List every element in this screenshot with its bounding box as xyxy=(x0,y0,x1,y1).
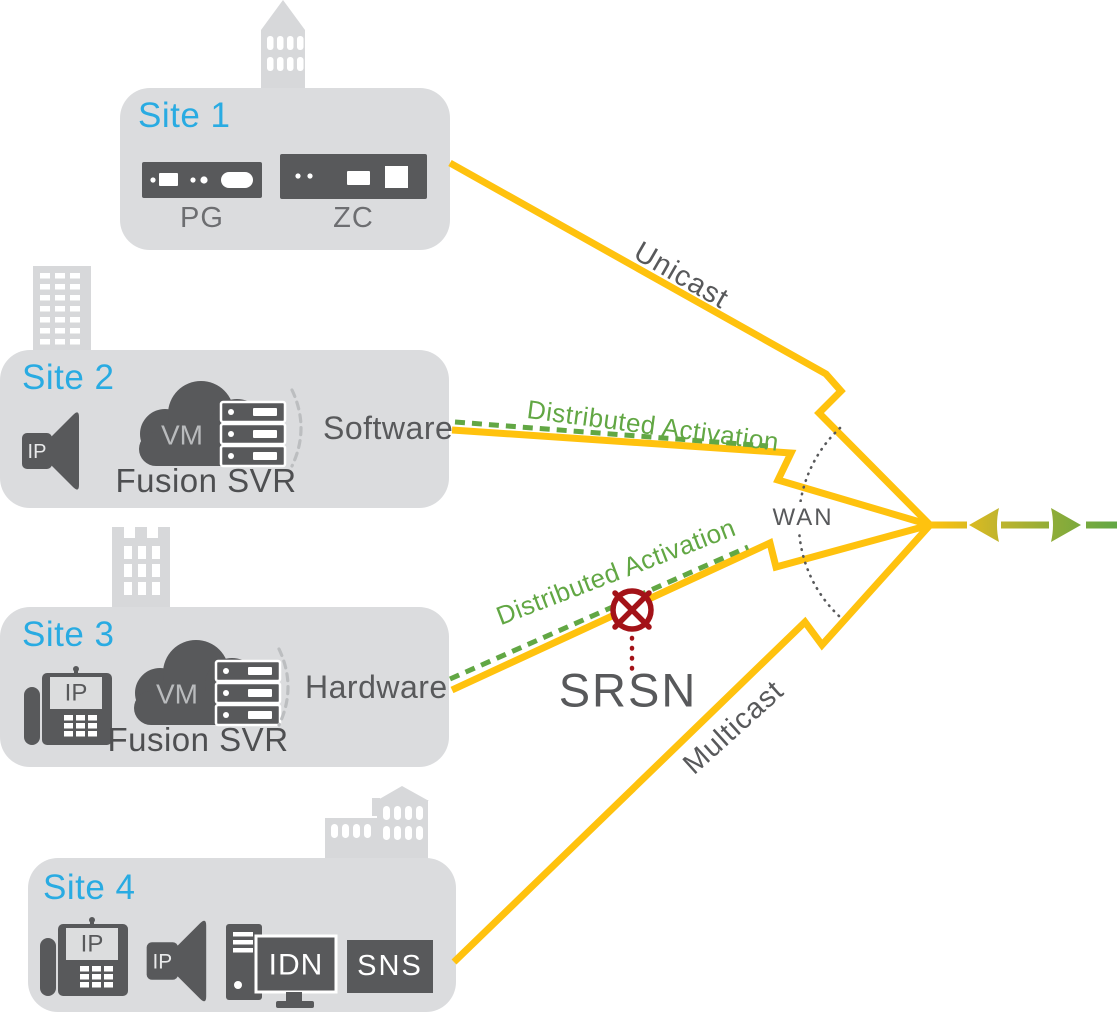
site3-building-icon xyxy=(112,527,170,609)
phone-ip-text: IP xyxy=(81,931,104,958)
unicast-label: Unicast xyxy=(628,235,735,316)
wan-bidirectional-arrow xyxy=(930,508,1117,542)
site2-fusion-svr-caption: Fusion SVR xyxy=(115,462,297,499)
site2-activation-label: Distributed Activation xyxy=(525,394,781,457)
speaker-ip-text: IP xyxy=(152,951,172,974)
site1-building-icon xyxy=(261,0,305,88)
pg-caption: PG xyxy=(180,202,224,234)
vm-cloud-server-icon: VM xyxy=(139,381,287,468)
ip-phone-icon: IP xyxy=(40,917,128,996)
dashed-brace-arc xyxy=(277,647,290,727)
ip-speaker-icon: IP xyxy=(22,412,79,490)
pg-device-icon xyxy=(142,162,262,198)
phone-ip-text: IP xyxy=(65,680,88,707)
site2-building-icon xyxy=(33,266,91,352)
ip-speaker-icon: IP xyxy=(146,920,207,1002)
zc-device-icon xyxy=(280,154,427,199)
srsn-label: SRSN xyxy=(558,663,698,717)
site3-activation-label: Distributed Activation xyxy=(491,512,740,632)
site3-box: Site 3 IP VM xyxy=(0,607,449,767)
site2-box: Site 2 IP VM Fusion SVR Software xyxy=(0,350,453,508)
ip-phone-icon: IP xyxy=(24,666,112,745)
wan-label: WAN xyxy=(768,502,838,534)
vm-cloud-server-icon: VM xyxy=(134,640,282,727)
site1-label: Site 1 xyxy=(138,96,231,135)
site3-fusion-svr-caption: Fusion SVR xyxy=(107,721,289,758)
site4-label: Site 4 xyxy=(43,868,136,907)
srsn-failure-marker xyxy=(610,588,654,673)
site4-building-icon xyxy=(325,786,429,859)
vm-text: VM xyxy=(156,679,198,710)
unicast-link-line xyxy=(448,159,933,528)
sns-device: SNS xyxy=(347,940,433,993)
software-label: Software xyxy=(323,410,454,446)
site4-box: Site 4 IP IP IDN xyxy=(28,858,456,1012)
site2-label: Site 2 xyxy=(22,358,115,397)
idn-workstation-icon: IDN xyxy=(226,924,338,1008)
vm-text: VM xyxy=(161,420,203,451)
hardware-label: Hardware xyxy=(305,669,448,705)
sns-text: SNS xyxy=(357,950,423,982)
dashed-brace-arc xyxy=(290,388,303,468)
site1-box: Site 1 PG ZC xyxy=(120,88,450,250)
idn-text: IDN xyxy=(269,949,324,982)
site3-label: Site 3 xyxy=(22,615,115,654)
speaker-ip-text: IP xyxy=(28,441,47,463)
zc-caption: ZC xyxy=(333,202,374,234)
